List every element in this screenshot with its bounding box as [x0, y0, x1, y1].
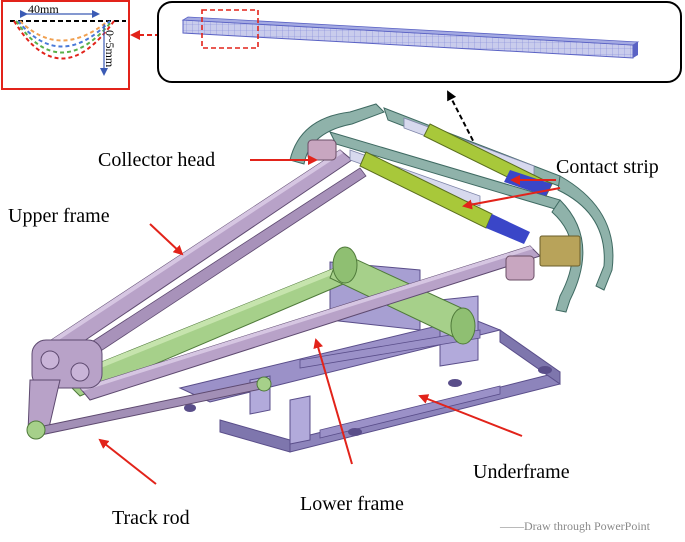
wear-curve-green [15, 20, 113, 54]
credit-note: ——Draw through PowerPoint [500, 519, 650, 533]
label-collector-head: Collector head [98, 149, 216, 171]
annotation-arrows [98, 155, 561, 485]
lower-frame-arrow [313, 338, 353, 465]
wear-curve-blue [17, 20, 111, 48]
underframe-arrow [418, 394, 523, 437]
label-contact-strip: Contact strip [556, 156, 659, 178]
track-rod-structure [26, 376, 272, 440]
contact-strip-front-blue-end [486, 214, 530, 244]
label-upper-frame: Upper frame [8, 205, 110, 227]
mesh-highlight-box [201, 9, 259, 49]
contact-strips [359, 123, 553, 244]
wear-curve-red [13, 20, 115, 60]
inset-depth-label: 0~5mm [103, 30, 117, 68]
label-underframe: Underframe [473, 461, 570, 483]
lower-frame-structure [61, 246, 476, 397]
label-lower-frame: Lower frame [300, 493, 404, 515]
wear-profile-inset [1, 0, 130, 90]
label-track-rod: Track rod [112, 507, 190, 529]
fe-mesh-end-face [633, 42, 638, 58]
inset-width-label: 40mm [28, 2, 59, 16]
mesh-pointer-arrow [447, 90, 485, 163]
wear-curve-orange [19, 20, 109, 42]
upper-frame-structure [27, 149, 541, 433]
track-rod-arrow [98, 438, 157, 485]
fe-mesh-panel [157, 1, 682, 83]
contact-strip-arrow-front [462, 187, 561, 210]
upper-frame-arrow [149, 223, 184, 256]
